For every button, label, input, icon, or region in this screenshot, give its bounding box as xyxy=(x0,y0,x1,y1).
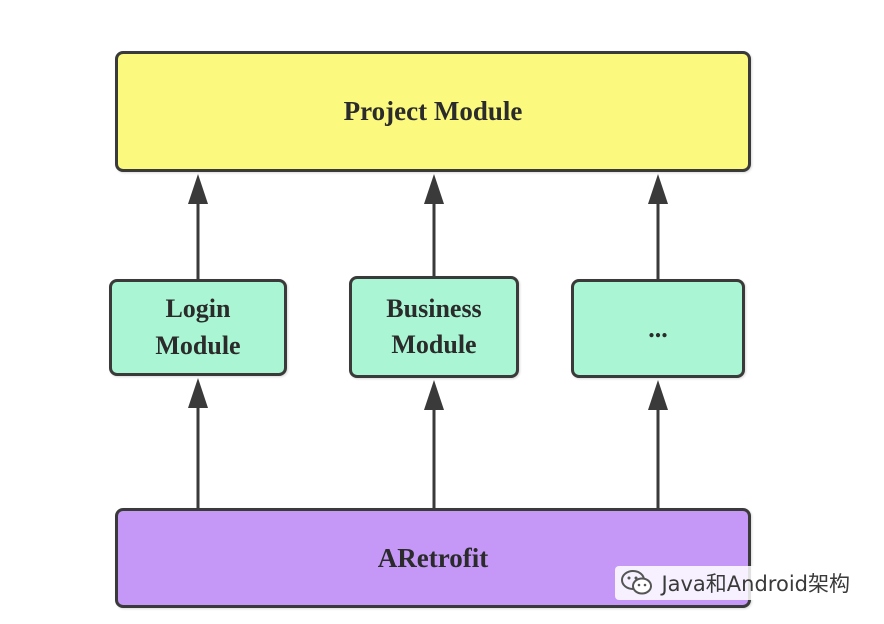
arrowhead-base-to-etc xyxy=(648,380,668,410)
arrowhead-base-to-business xyxy=(424,380,444,410)
business-module-label: Business Module xyxy=(386,293,482,359)
login-module-box: Login Module xyxy=(109,279,287,376)
watermark-text: Java和Android架构 xyxy=(661,572,850,596)
arrowhead-login-to-project xyxy=(188,174,208,204)
arrowhead-etc-to-project xyxy=(648,174,668,204)
ellipsis-module-label: ... xyxy=(648,313,668,343)
wechat-icon xyxy=(621,570,653,595)
login-module-label: Login Module xyxy=(155,294,241,360)
business-module-box: Business Module xyxy=(349,276,519,378)
aretrofit-label: ARetrofit xyxy=(377,542,489,573)
watermark: Java和Android架构 xyxy=(615,566,856,600)
arrowhead-base-to-login xyxy=(188,378,208,408)
project-module-box: Project Module xyxy=(115,51,751,172)
arrowhead-business-to-project xyxy=(424,174,444,204)
ellipsis-module-box: ... xyxy=(571,279,745,378)
project-module-label: Project Module xyxy=(343,96,523,126)
